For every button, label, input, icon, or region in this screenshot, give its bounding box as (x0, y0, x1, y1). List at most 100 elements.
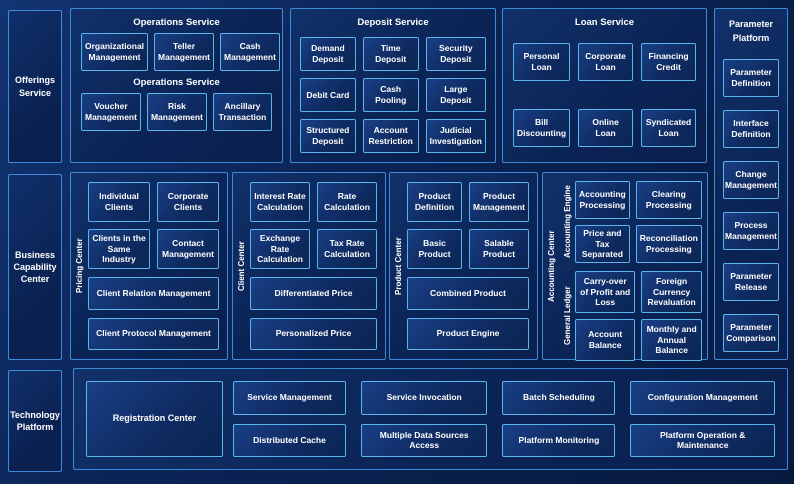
accounting-center-section: Accounting Center Accounting Engine Acco… (542, 172, 710, 361)
pricing-center-vertical-label: Pricing Center (75, 238, 84, 294)
operations-service-subtitle: Operations Service (133, 76, 220, 88)
box-platform-monitoring: Platform Monitoring (502, 423, 616, 457)
operations-row-1: Organizational Management Teller Managem… (81, 33, 280, 71)
box-cash-management: Cash Management (220, 33, 280, 71)
box-ancillary-transaction: Ancillary Transaction (212, 93, 272, 131)
box-parameter-comparison: Parameter Comparison (723, 313, 779, 352)
pricing-center-section: Pricing Center Individual Clients Corpor… (70, 172, 228, 360)
box-batch-scheduling: Batch Scheduling (502, 381, 616, 415)
box-foreign-currency-revaluation: Foreign Currency Revaluation (641, 271, 702, 313)
product-center-section: Product Center Product Definition Produc… (389, 172, 538, 360)
box-bill-discounting: Bill Discounting (513, 109, 571, 147)
box-online-loan: Online Loan (578, 109, 634, 147)
client-center-vertical-label: Client Center (237, 241, 246, 291)
box-process-management: Process Management (723, 211, 779, 250)
loan-grid: Personal Loan Corporate Loan Financing C… (513, 43, 696, 147)
accounting-center-content: Accounting Engine Accounting Processing … (560, 173, 710, 361)
box-differentiated-price: Differentiated Price (250, 277, 377, 310)
deposit-grid: Demand Deposit Time Deposit Security Dep… (300, 37, 486, 153)
box-reconciliation-processing: Reconciliation Processing (635, 225, 702, 263)
box-judicial-investigation: Judicial Investigation (425, 119, 486, 153)
accounting-center-vertical-label: Accounting Center (547, 230, 556, 302)
box-parameter-definition: Parameter Definition (723, 58, 779, 97)
box-service-invocation: Service Invocation (360, 381, 488, 415)
client-center-section: Client Center Interest Rate Calculation … (232, 172, 386, 360)
box-financing-credit: Financing Credit (641, 43, 696, 81)
box-organizational-management: Organizational Management (81, 33, 149, 71)
box-risk-management: Risk Management (146, 93, 207, 131)
general-ledger-grid: Carry-over of Profit and Loss Foreign Cu… (575, 271, 702, 361)
box-demand-deposit: Demand Deposit (300, 37, 356, 71)
box-service-management: Service Management (233, 381, 346, 415)
operations-row-2: Voucher Management Risk Management Ancil… (81, 93, 272, 131)
box-debit-card: Debit Card (300, 78, 356, 112)
box-interest-rate-calculation: Interest Rate Calculation (250, 182, 310, 222)
box-distributed-cache: Distributed Cache (233, 423, 346, 457)
product-center-content: Product Definition Product Management Ba… (407, 173, 537, 359)
box-salable-product: Salable Product (469, 229, 529, 269)
box-platform-operation-maintenance: Platform Operation & Maintenance (630, 423, 775, 457)
box-voucher-management: Voucher Management (81, 93, 141, 131)
box-corporate-loan: Corporate Loan (578, 43, 634, 81)
box-account-restriction: Account Restriction (362, 119, 419, 153)
technology-row-1: Service Management Service Invocation Ba… (233, 381, 775, 415)
offerings-service-label: Offerings Service (8, 10, 62, 163)
box-basic-product: Basic Product (407, 229, 463, 269)
box-product-definition: Product Definition (407, 182, 463, 222)
pricing-grid: Individual Clients Corporate Clients Cli… (88, 182, 219, 269)
box-client-protocol-management: Client Protocol Management (88, 317, 219, 350)
box-personal-loan: Personal Loan (513, 43, 571, 81)
box-monthly-annual-balance: Monthly and Annual Balance (641, 319, 702, 361)
technology-platform-section: Registration Center Service Management S… (73, 368, 788, 470)
loan-service-title: Loan Service (574, 17, 635, 28)
business-capability-center-label: Business Capability Center (8, 174, 62, 360)
technology-row-2: Distributed Cache Multiple Data Sources … (233, 423, 775, 457)
box-change-management: Change Management (723, 160, 779, 199)
client-center-content: Interest Rate Calculation Rate Calculati… (250, 173, 385, 359)
box-interface-definition: Interface Definition (723, 109, 779, 148)
operations-service-title: Operations Service (133, 17, 220, 28)
deposit-service-title: Deposit Service (357, 17, 429, 28)
box-individual-clients: Individual Clients (88, 182, 150, 222)
box-personalized-price: Personalized Price (250, 317, 377, 350)
parameter-platform-title-line1: Parameter (728, 19, 774, 29)
product-center-vertical-label: Product Center (394, 237, 403, 295)
box-registration-center: Registration Center (86, 381, 223, 457)
pricing-center-content: Individual Clients Corporate Clients Cli… (88, 173, 227, 359)
box-exchange-rate-calculation: Exchange Rate Calculation (250, 229, 310, 269)
box-contact-management: Contact Management (157, 229, 219, 269)
general-ledger-group: General Ledger Carry-over of Profit and … (560, 271, 702, 361)
box-security-deposit: Security Deposit (425, 37, 486, 71)
technology-platform-label: Technology Platform (8, 370, 62, 472)
box-large-deposit: Large Deposit (425, 78, 486, 112)
box-parameter-release: Parameter Release (723, 262, 779, 301)
box-teller-management: Teller Management (154, 33, 214, 71)
box-combined-product: Combined Product (407, 277, 529, 310)
accounting-engine-grid: Accounting Processing Clearing Processin… (575, 181, 702, 263)
accounting-engine-vertical-label: Accounting Engine (563, 185, 572, 259)
box-structured-deposit: Structured Deposit (300, 119, 356, 153)
box-rate-calculation: Rate Calculation (317, 182, 377, 222)
operations-service-section: Operations Service Organizational Manage… (70, 8, 283, 163)
loan-service-section: Loan Service Personal Loan Corporate Loa… (502, 8, 707, 163)
parameter-platform-title: Parameter Platform (721, 15, 781, 46)
box-configuration-management: Configuration Management (630, 381, 775, 415)
box-price-and-tax-separated: Price and Tax Separated (575, 225, 630, 263)
technology-platform-grid: Service Management Service Invocation Ba… (233, 381, 775, 457)
box-time-deposit: Time Deposit (362, 37, 419, 71)
box-clearing-processing: Clearing Processing (635, 181, 702, 219)
box-accounting-processing: Accounting Processing (575, 181, 630, 219)
box-syndicated-loan: Syndicated Loan (641, 109, 696, 147)
client-grid: Interest Rate Calculation Rate Calculati… (250, 182, 377, 269)
box-carry-over-profit-loss: Carry-over of Profit and Loss (575, 271, 636, 313)
box-corporate-clients: Corporate Clients (157, 182, 219, 222)
box-product-engine: Product Engine (407, 317, 529, 350)
box-account-balance: Account Balance (575, 319, 636, 361)
parameter-platform-title-line2: Platform (732, 33, 770, 44)
box-client-relation-management: Client Relation Management (88, 277, 219, 310)
box-tax-rate-calculation: Tax Rate Calculation (317, 229, 377, 269)
box-clients-same-industry: Clients in the Same Industry (88, 229, 150, 269)
parameter-platform-section: Parameter Platform Parameter Definition … (714, 8, 788, 360)
box-cash-pooling: Cash Pooling (362, 78, 419, 112)
